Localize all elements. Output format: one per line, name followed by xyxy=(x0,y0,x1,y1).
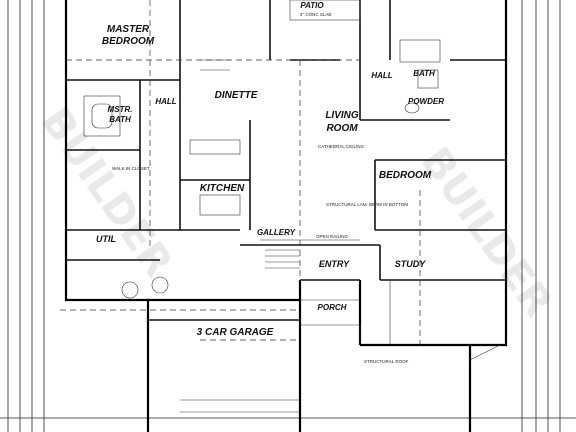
roof-note: STRUCTURAL ROOF xyxy=(364,359,409,364)
interior-walls xyxy=(66,0,506,321)
gallery-label: GALLERY xyxy=(257,228,296,237)
closet-note: WALK IN CLOSET xyxy=(112,166,150,171)
svg-text:BUILDER: BUILDER xyxy=(32,99,181,285)
master-bedroom-label-2: BEDROOM xyxy=(102,36,155,47)
plan-notes: STRUCTURAL LAM. BEAM IN BOTTOM CATHEDRAL… xyxy=(112,12,409,364)
cathedral-note: CATHEDRAL CEILING xyxy=(318,144,365,149)
room-labels: MASTER BEDROOM DINETTE LIVING ROOM HALL … xyxy=(96,1,444,338)
hall-right-label: HALL xyxy=(371,71,392,80)
kitchen-label: KITCHEN xyxy=(200,183,245,194)
mstr-bath-label-2: BATH xyxy=(109,115,131,124)
porch-label: PORCH xyxy=(318,303,347,312)
hall-label: HALL xyxy=(155,97,176,106)
slab-note: 4" CONC SLAB xyxy=(300,12,331,17)
fixtures xyxy=(83,0,501,413)
util-label: UTIL xyxy=(96,234,116,244)
watermark: BUILDER BUILDER xyxy=(32,99,561,325)
living-room-label: LIVING xyxy=(325,110,359,121)
beam-lines xyxy=(60,0,421,345)
master-bedroom-label: MASTER xyxy=(107,24,150,35)
patio-label: PATIO xyxy=(300,1,324,10)
entry-label: ENTRY xyxy=(319,259,350,269)
living-room-label-2: ROOM xyxy=(326,123,358,134)
powder-label: POWDER xyxy=(408,97,444,106)
bath-label: BATH xyxy=(413,69,435,78)
garage-label: 3 CAR GARAGE xyxy=(197,327,274,338)
dinette-label: DINETTE xyxy=(215,90,258,101)
mstr-bath-label: MSTR. xyxy=(108,105,133,114)
beam-note: STRUCTURAL LAM. BEAM IN BOTTOM xyxy=(326,202,408,207)
svg-text:BUILDER: BUILDER xyxy=(412,139,561,325)
railing-note: OPEN RAILING xyxy=(316,234,349,239)
study-label: STUDY xyxy=(395,259,426,269)
bedroom-label: BEDROOM xyxy=(379,170,432,181)
